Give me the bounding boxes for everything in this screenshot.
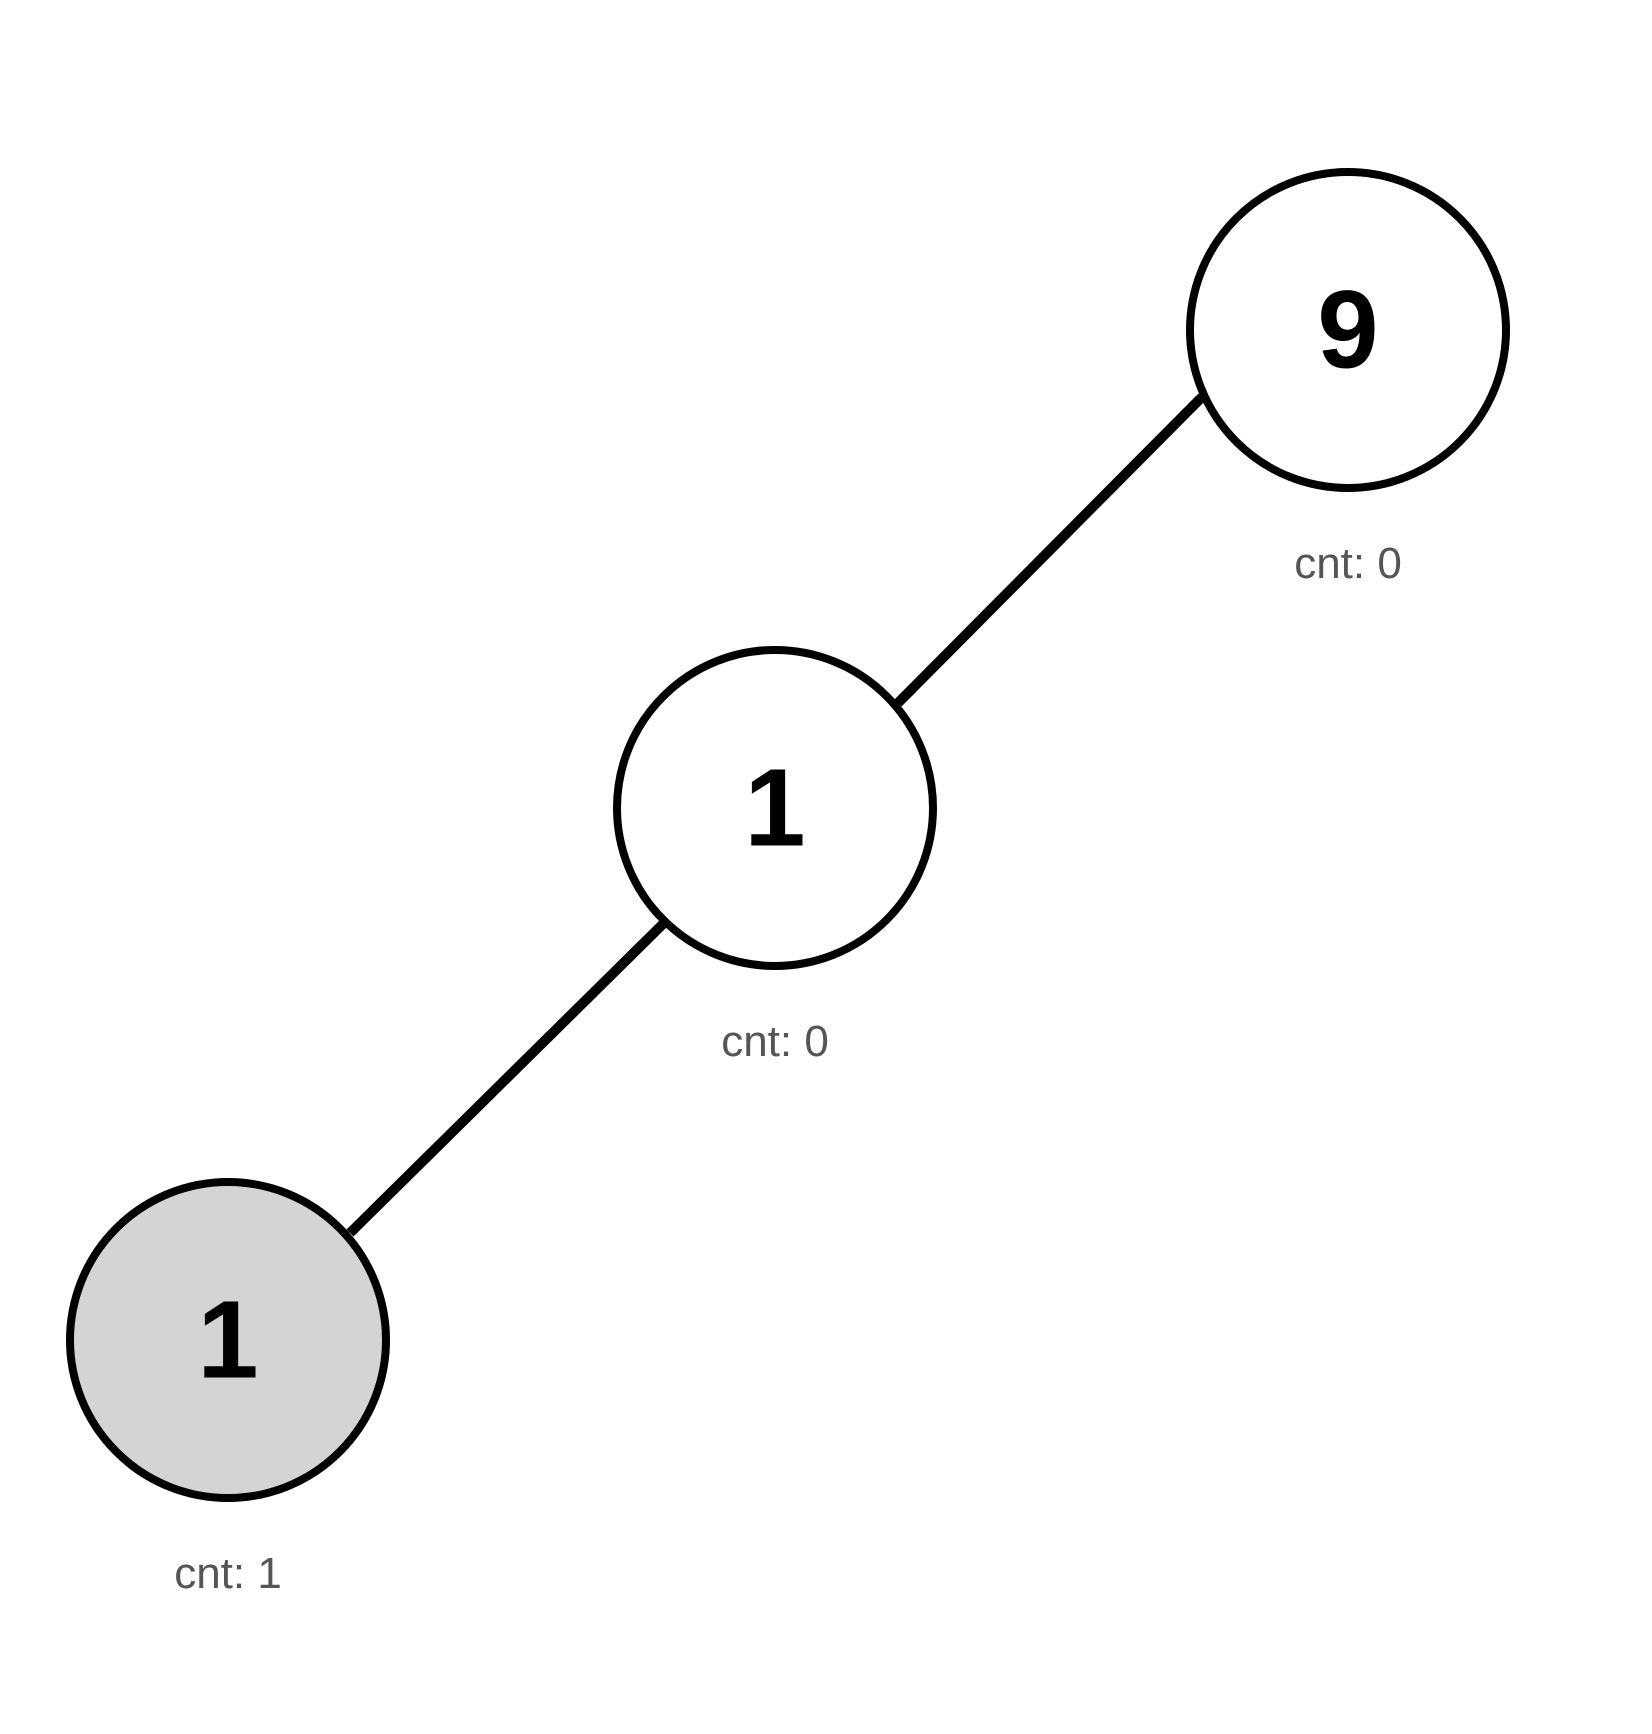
node-root-count: cnt: 0 [1294,539,1402,588]
node-root-circle [1186,168,1510,492]
tree-node-leaf: 1 cnt: 1 [66,1178,390,1598]
node-leaf-count: cnt: 1 [174,1549,282,1598]
node-leaf-circle [66,1178,390,1502]
node-root-value: 9 [1317,269,1378,392]
edge-root-to-middle [894,393,1206,707]
node-middle-count: cnt: 0 [721,1017,829,1066]
node-middle-value: 1 [744,747,805,870]
node-middle-circle [613,646,937,970]
edge-middle-to-leaf [346,919,668,1237]
tree-node-root: 9 cnt: 0 [1186,168,1510,588]
tree-node-middle: 1 cnt: 0 [613,646,937,1066]
node-leaf-value: 1 [197,1279,258,1402]
